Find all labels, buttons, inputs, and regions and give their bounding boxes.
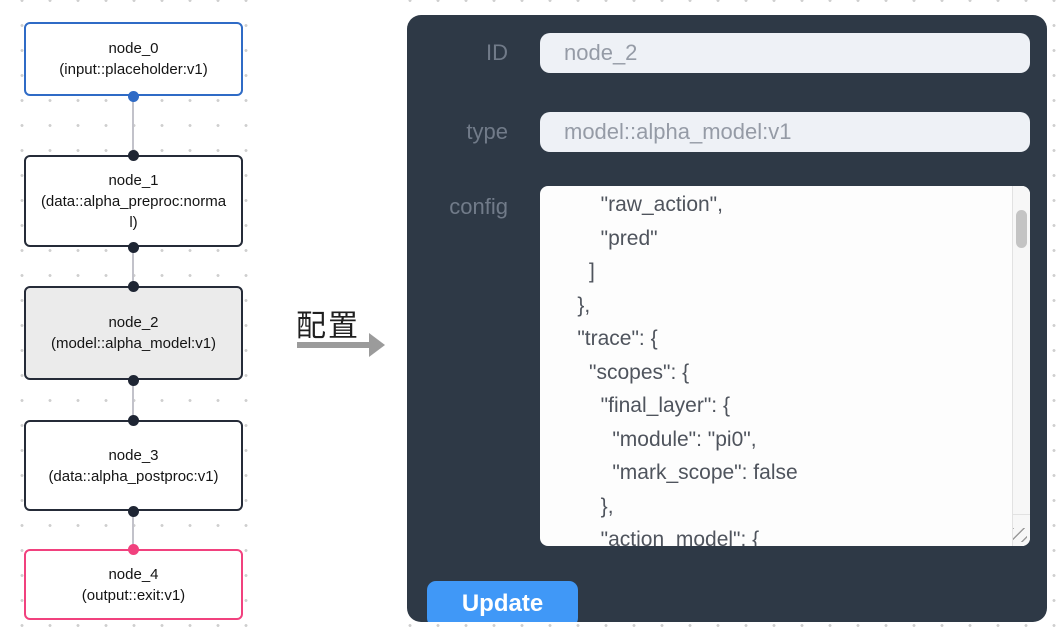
- edge-node0-node1: [132, 96, 134, 155]
- node-title: node_3: [108, 446, 159, 464]
- edge-node2-node3: [132, 380, 134, 420]
- port-node2-in[interactable]: [128, 280, 139, 292]
- flow-node-node_4[interactable]: node_4 (output::exit:v1): [24, 549, 243, 620]
- flow-node-node_1[interactable]: node_1 (data::alpha_preproc:normal): [24, 155, 243, 247]
- scrollbar-corner: [1012, 514, 1030, 546]
- id-field-label: ID: [486, 40, 508, 65]
- type-field-label: type: [466, 119, 508, 144]
- scrollbar-thumb[interactable]: [1015, 210, 1027, 248]
- flow-node-node_2-selected[interactable]: node_2 (model::alpha_model:v1): [24, 286, 243, 380]
- right-arrow-icon: [297, 342, 369, 348]
- config-textarea[interactable]: "raw_action", "pred" ] }, "trace": { "sc…: [540, 186, 1030, 546]
- node-title: node_4: [108, 565, 159, 583]
- node-type-label: (data::alpha_preproc:normal): [40, 192, 227, 231]
- node-title: node_2: [108, 314, 159, 331]
- port-node1-in[interactable]: [128, 149, 139, 161]
- edge-node1-node2: [132, 247, 134, 286]
- node-title: node_1: [108, 171, 159, 189]
- configure-arrow-label: 配置: [296, 310, 360, 343]
- port-node2-out[interactable]: [128, 374, 139, 386]
- node-title: node_0: [108, 40, 159, 57]
- port-node4-in[interactable]: [128, 543, 139, 555]
- node-type-label: (model::alpha_model:v1): [50, 335, 217, 352]
- port-node3-in[interactable]: [128, 414, 139, 426]
- node-config-panel: ID type config "raw_action", "pred" ] },…: [407, 15, 1047, 622]
- port-node3-out[interactable]: [128, 505, 139, 517]
- node-type-label: (output::exit:v1): [81, 586, 186, 604]
- port-node1-out[interactable]: [128, 241, 139, 253]
- config-field-label: config: [449, 194, 508, 219]
- edge-node3-node4: [132, 511, 134, 549]
- node-type-label: (data::alpha_postproc:v1): [48, 467, 219, 485]
- flow-node-node_3[interactable]: node_3 (data::alpha_postproc:v1): [24, 420, 243, 511]
- type-input[interactable]: [540, 112, 1030, 152]
- node-type-label: (input::placeholder:v1): [59, 61, 208, 78]
- config-json-text: "raw_action", "pred" ] }, "trace": { "sc…: [577, 193, 798, 546]
- port-node0-out[interactable]: [128, 90, 139, 102]
- right-arrow-head-icon: [369, 333, 385, 357]
- id-input[interactable]: [540, 33, 1030, 73]
- resize-grip-icon[interactable]: [1013, 528, 1027, 542]
- update-button[interactable]: Update: [427, 581, 578, 622]
- flow-node-node_0[interactable]: node_0 (input::placeholder:v1): [24, 22, 243, 96]
- scrollbar-track[interactable]: [1012, 186, 1030, 546]
